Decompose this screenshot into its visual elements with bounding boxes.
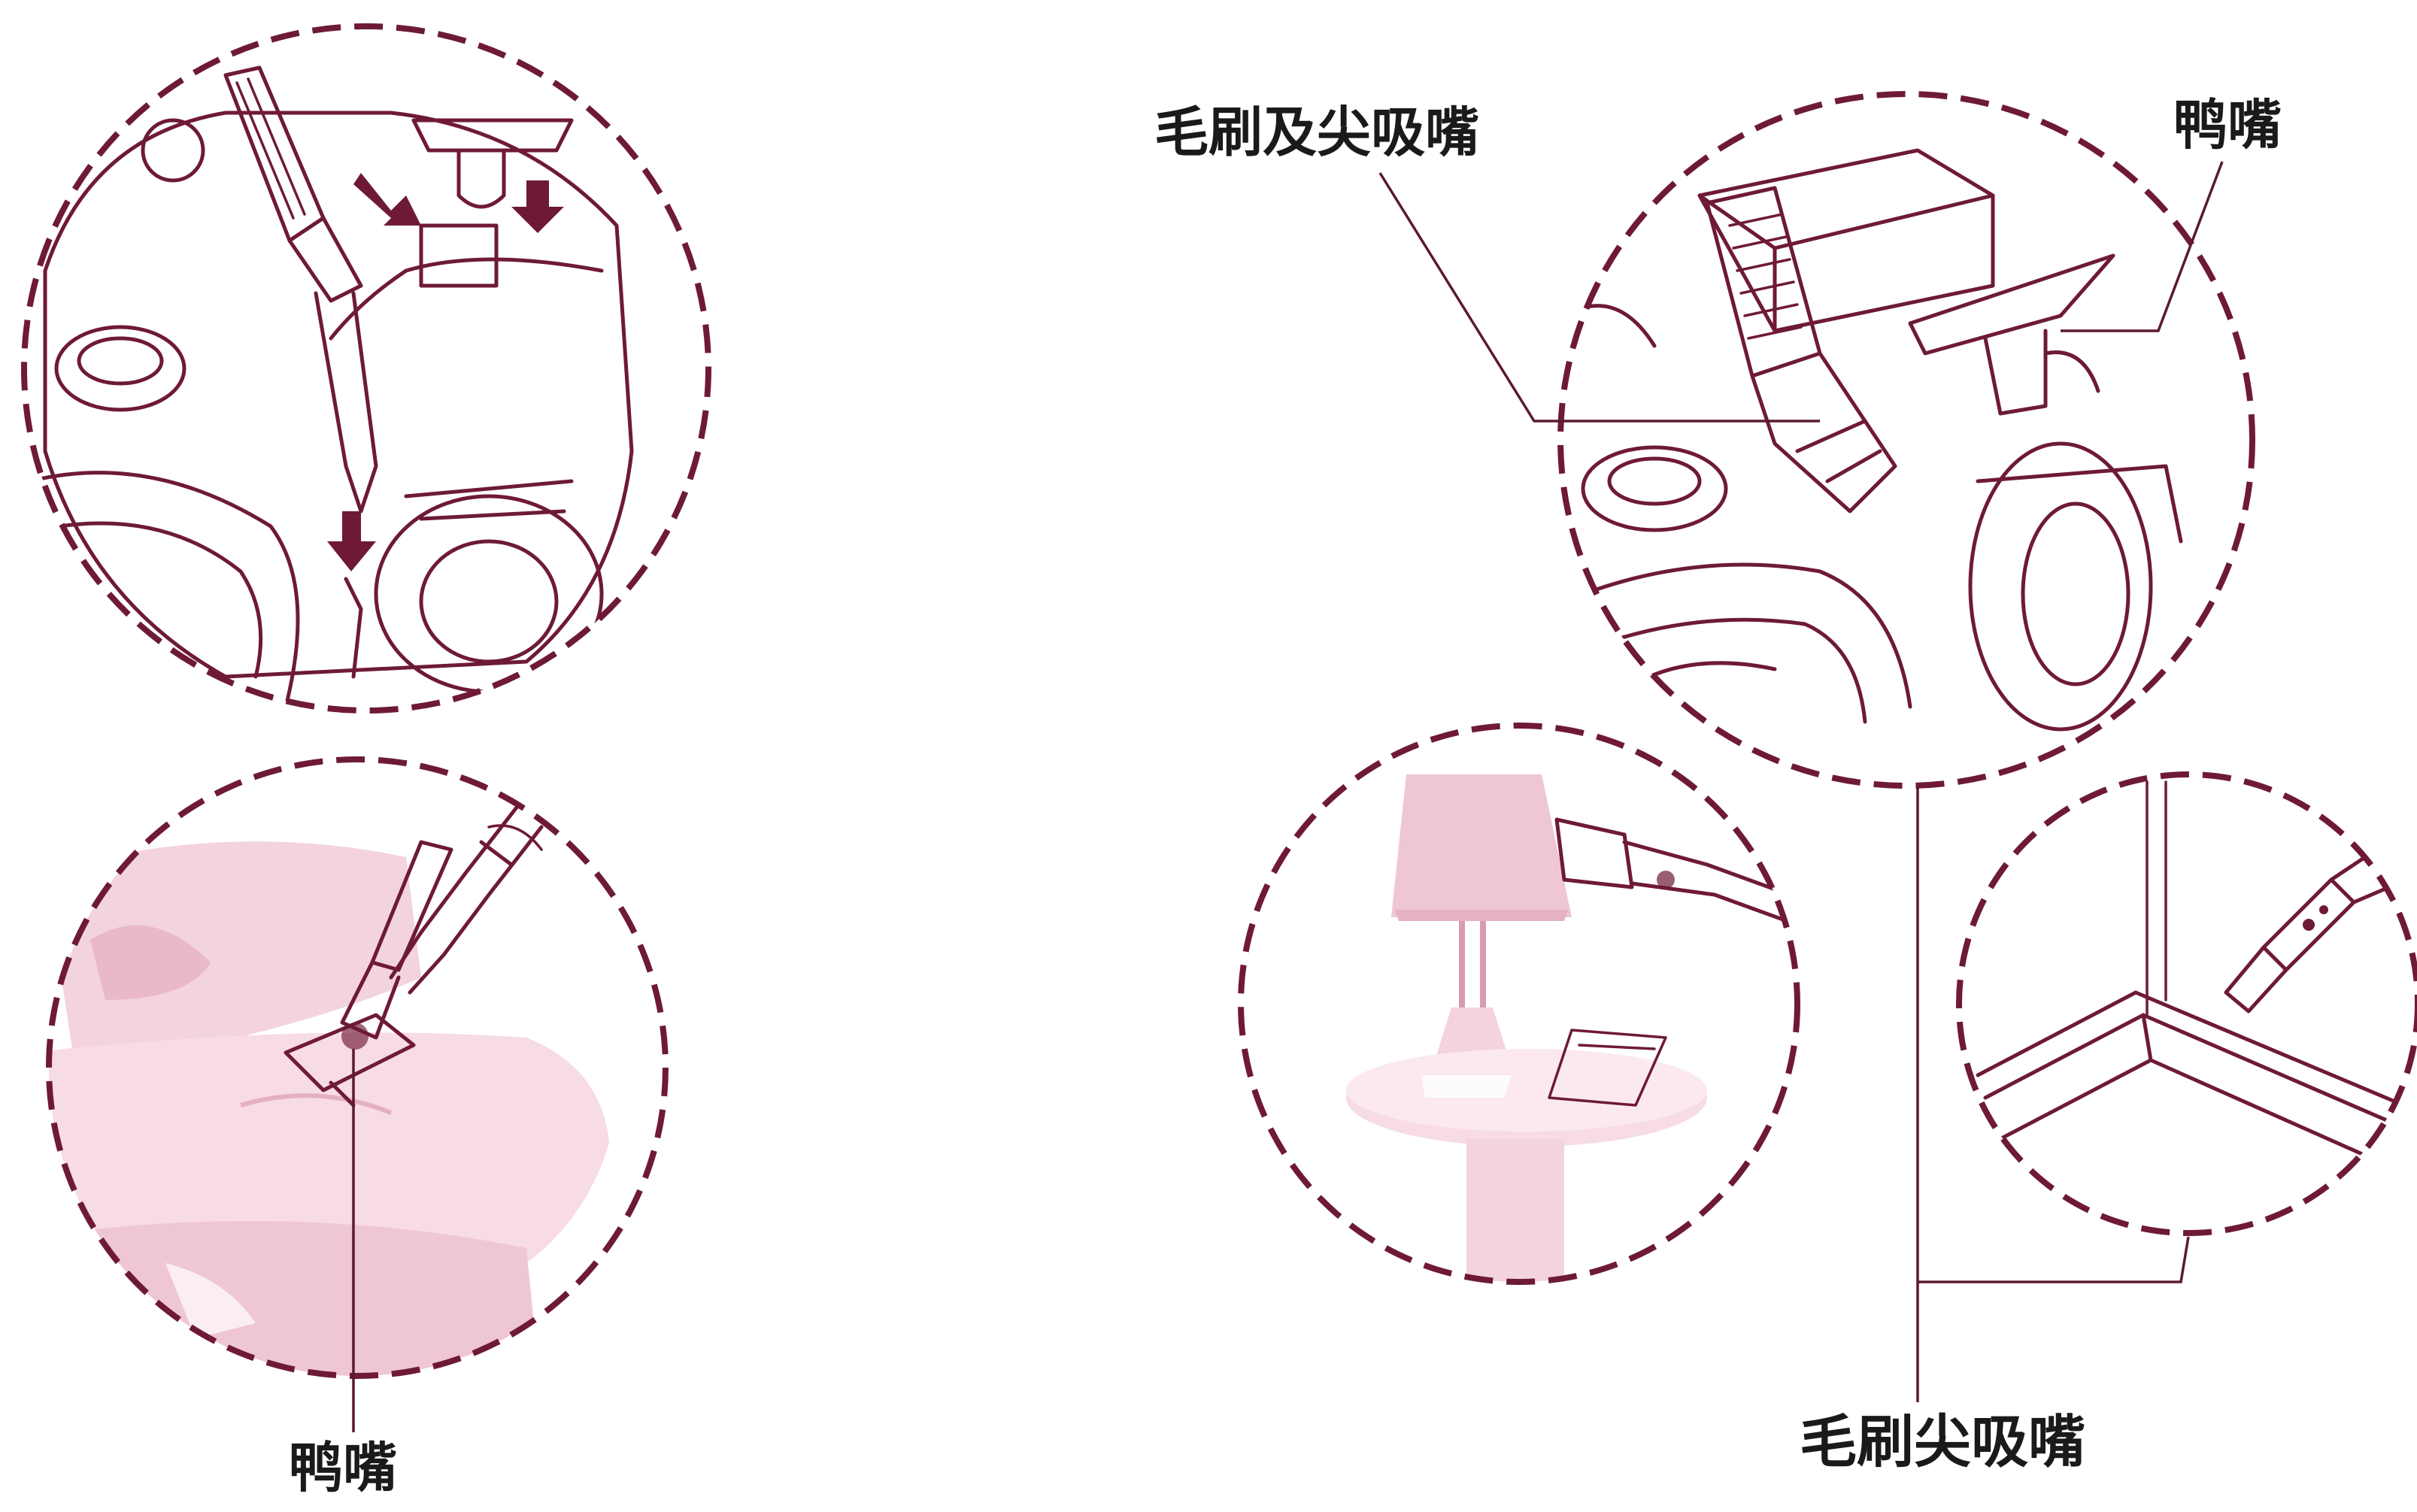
top-right-detail-circle: [1557, 91, 2255, 789]
brush-and-crevice-label: 毛刷及尖吸嘴: [1154, 101, 1480, 164]
duck-nozzle-label-top: 鸭嘴: [2173, 93, 2282, 156]
brush-crevice-label: 毛刷尖吸嘴: [1800, 1408, 2085, 1475]
leader-lines: [352, 161, 2224, 1432]
duck-nozzle-label-bottom: 鸭嘴: [289, 1436, 398, 1499]
leader-top-left: [1378, 172, 1820, 423]
corner-detail-circle: [1956, 771, 2417, 1236]
bottom-left-detail-circle: [46, 756, 669, 1379]
lamp-detail-circle: [1238, 723, 1800, 1285]
leader-bottom-right-branch: [1918, 1236, 2190, 1283]
top-left-detail-circle: [21, 23, 711, 714]
leader-top-right: [2061, 161, 2224, 332]
